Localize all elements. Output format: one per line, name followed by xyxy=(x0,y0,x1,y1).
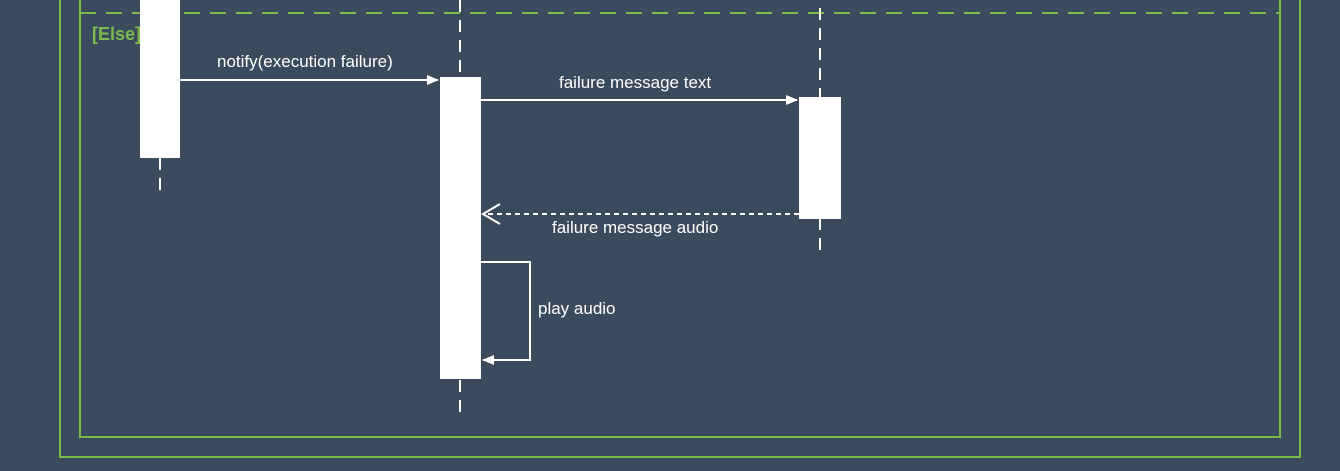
fragment-guard: [Else] xyxy=(92,24,142,44)
activation-bar-1 xyxy=(140,0,180,158)
activation-bar-2 xyxy=(440,77,481,379)
self-message-play-audio-arrow xyxy=(481,261,531,365)
inner-fragment-border xyxy=(79,0,1281,438)
outer-fragment-border xyxy=(59,0,1301,458)
return-arrowhead xyxy=(481,203,501,225)
message-label-notify: notify(execution failure) xyxy=(217,52,393,71)
message-label-failure-text: failure message text xyxy=(559,73,712,92)
message-label-play-audio: play audio xyxy=(538,299,616,318)
message-label-failure-audio: failure message audio xyxy=(552,218,719,237)
activation-bar-3 xyxy=(799,97,841,219)
